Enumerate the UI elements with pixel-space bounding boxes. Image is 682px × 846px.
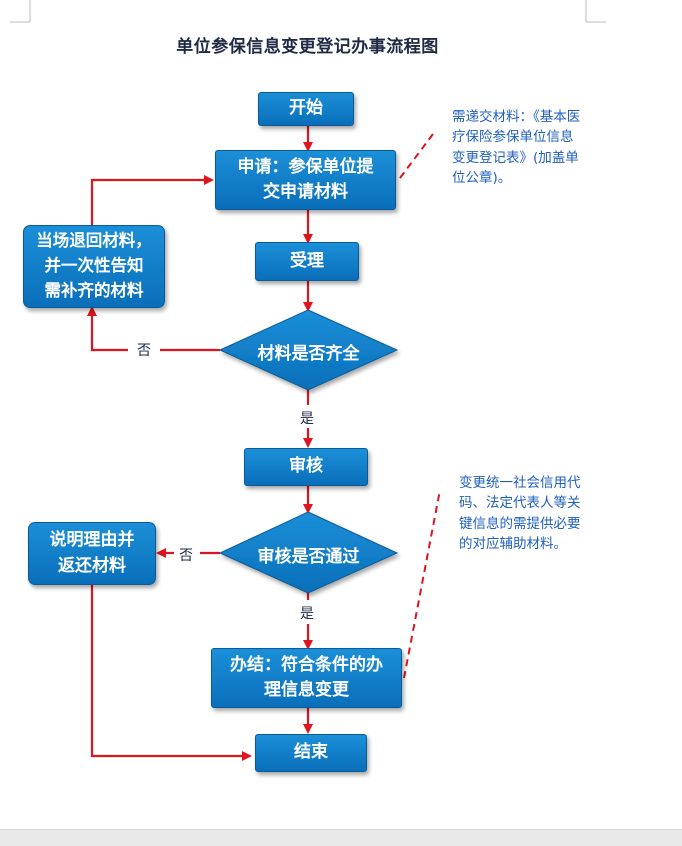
edge-label-no-2: 否 (179, 548, 193, 564)
edge-label-yes-2: 是 (300, 606, 314, 622)
node-return-materials: 当场退回材料， 并一次性告知 需补齐的材料 (23, 225, 165, 308)
status-bar (0, 829, 682, 846)
node-explain-return: 说明理由并 返还材料 (28, 522, 156, 585)
node-review: 审核 (244, 448, 368, 486)
node-apply: 申请：参保单位提 交申请材料 (215, 150, 396, 210)
node-start: 开始 (258, 92, 354, 126)
arrow-check-no-up (87, 306, 128, 352)
edge-label-no-1: 否 (137, 343, 151, 359)
diamond-check-complete (218, 309, 399, 391)
node-complete: 办结：符合条件的办 理信息变更 (211, 648, 402, 708)
page-title: 单位参保信息变更登记办事流程图 (176, 37, 439, 57)
edge-label-yes-1: 是 (300, 411, 314, 427)
note-materials: 需递交材料：《基本医 疗保险参保单位信息 变更登记表》(加盖单 位公章)。 (452, 109, 581, 186)
node-accept: 受理 (255, 242, 359, 281)
node-end: 结束 (255, 734, 367, 772)
callout-materials (399, 129, 437, 179)
callout-info (403, 489, 441, 679)
arrow-return-apply (90, 175, 214, 225)
diamond-check-complete-label: 材料是否齐全 (257, 344, 360, 364)
arrow-explain-end (90, 585, 252, 761)
note-info: 变更统一社会信用代 码、法定代表人等关 键信息的需提供必要 的对应辅助材料。 (459, 475, 581, 552)
diamond-review-pass-label: 审核是否通过 (257, 547, 360, 567)
diamond-review-pass (218, 511, 399, 594)
